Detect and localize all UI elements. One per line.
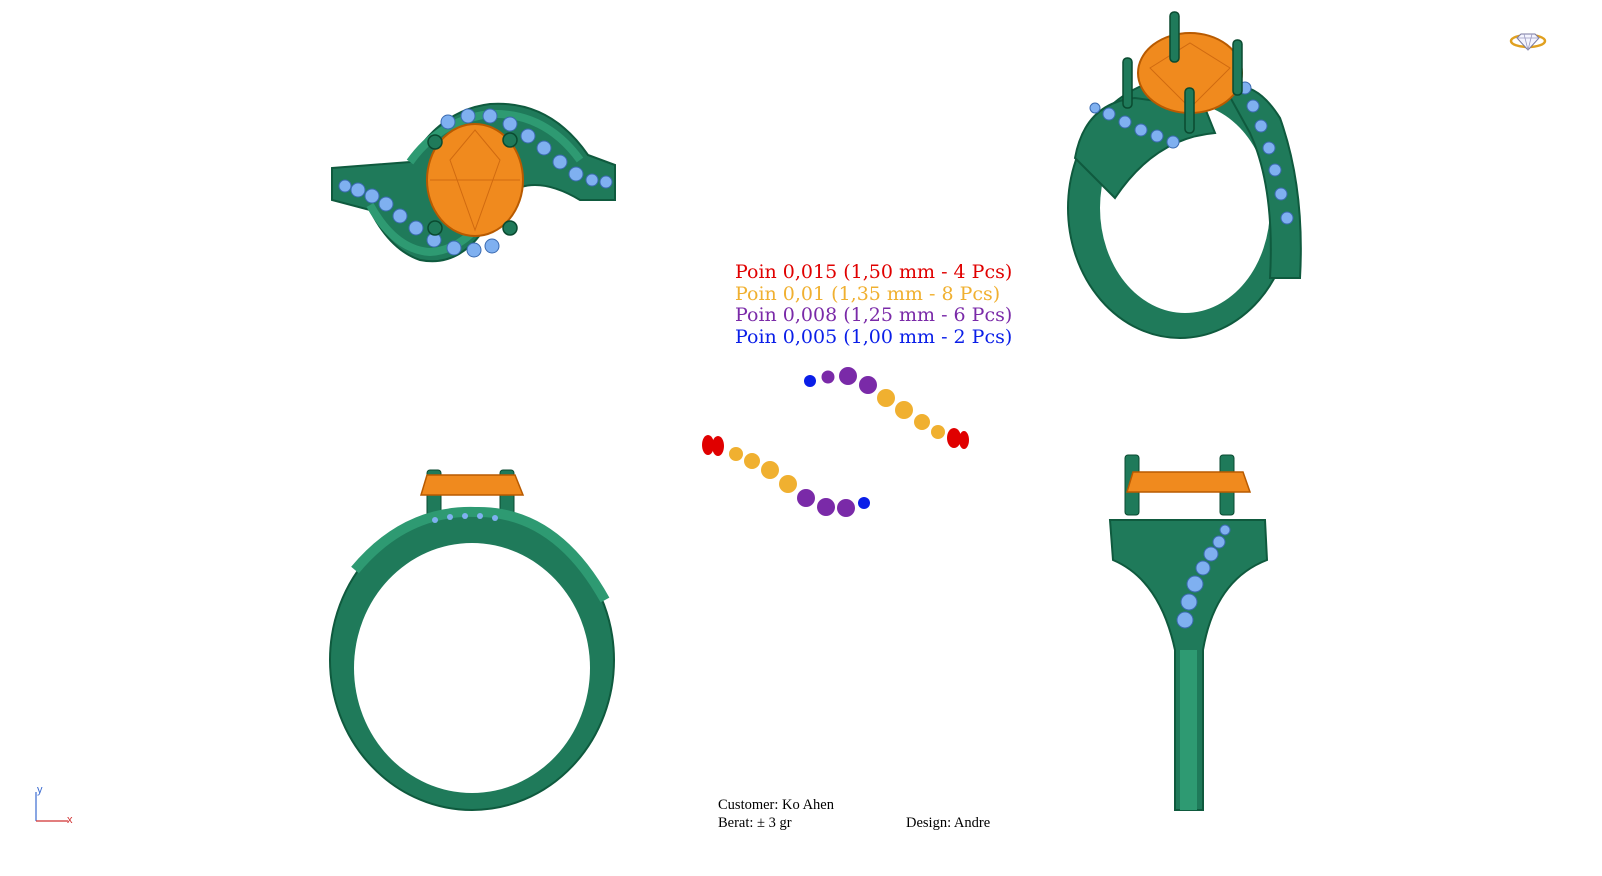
- legend-item-purple: Poin 0,008 (1,25 mm - 6 Pcs): [735, 304, 1013, 326]
- ring-side-view: [1108, 454, 1269, 811]
- designer-label: Design: Andre: [906, 815, 991, 831]
- ring-perspective-view: [1067, 11, 1302, 339]
- weight-label: Berat: ± 3 gr: [718, 815, 792, 831]
- legend-item-red: Poin 0,015 (1,50 mm - 4 Pcs): [735, 261, 1013, 283]
- axis-indicator: [35, 792, 68, 822]
- diamond-ring-icon: [1509, 33, 1547, 51]
- legend-item-yellow: Poin 0,01 (1,35 mm - 8 Pcs): [735, 282, 1001, 305]
- axis-y-label: y: [37, 784, 43, 796]
- axis-x-label: x: [67, 814, 73, 826]
- ring-top-view: [331, 102, 616, 263]
- ring-front-view: [329, 469, 615, 811]
- customer-label: Customer: Ko Ahen: [718, 797, 834, 813]
- stone-legend: Poin 0,015 (1,50 mm - 4 Pcs) Poin 0,01 (…: [735, 261, 1013, 348]
- stone-layout-diagram: [702, 367, 969, 517]
- legend-item-blue: Poin 0,005 (1,00 mm - 2 Pcs): [735, 325, 1013, 348]
